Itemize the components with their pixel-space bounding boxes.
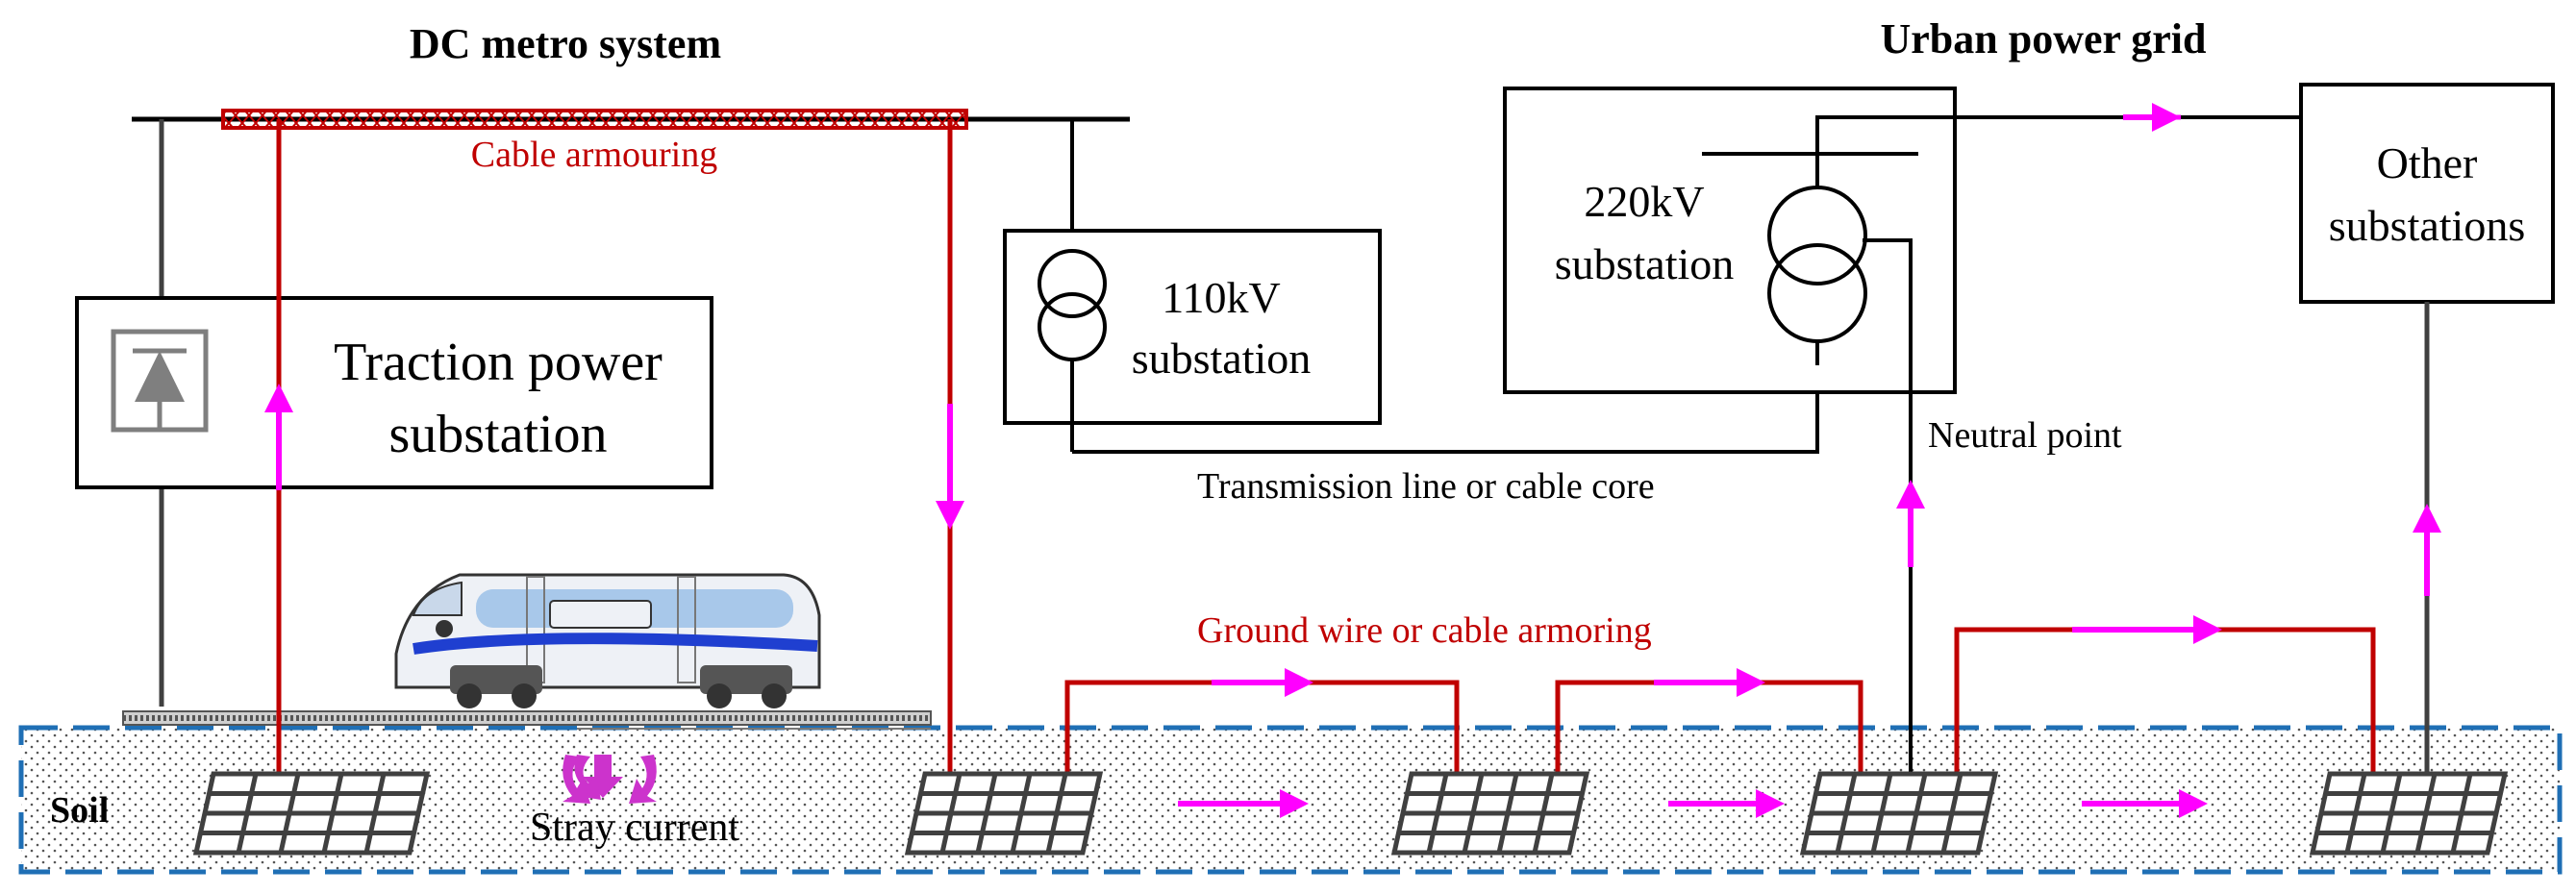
grounding-grid-3 bbox=[1390, 771, 1590, 856]
rectifier-diode-icon bbox=[111, 329, 209, 433]
traction-power-substation: Traction power substation bbox=[75, 119, 713, 707]
cable-armouring-bar bbox=[221, 109, 968, 130]
transmission-line-label: Transmission line or cable core bbox=[1197, 466, 1655, 507]
substation-110kv-label-line1: 110kV bbox=[1162, 273, 1281, 322]
grounding-grid-1 bbox=[192, 771, 431, 856]
title-urban-power-grid: Urban power grid bbox=[1881, 15, 2207, 62]
metro-train-icon bbox=[394, 573, 821, 708]
stray-current-arrows-icon bbox=[563, 755, 657, 804]
substation-110kv: 110kV substation bbox=[1003, 119, 1382, 452]
substation-220kv-label-line2: substation bbox=[1555, 239, 1735, 288]
substation-110kv-label-line2: substation bbox=[1132, 334, 1312, 383]
overhead-bus: Cable armouring bbox=[132, 109, 1130, 175]
soil-border bbox=[18, 725, 2563, 875]
substation-220kv-label-line1: 220kV bbox=[1584, 177, 1704, 226]
transmission-line: Transmission line or cable core bbox=[1072, 365, 1819, 507]
other-substations-label-line1: Other bbox=[2377, 138, 2478, 187]
soil-label: Soil bbox=[50, 790, 109, 831]
grounding-grid-5 bbox=[2309, 771, 2509, 856]
ground-wire-label: Ground wire or cable armoring bbox=[1197, 610, 1652, 651]
current-flow-arrows bbox=[264, 384, 2441, 818]
title-dc-metro-system: DC metro system bbox=[410, 20, 721, 67]
neutral-point-label: Neutral point bbox=[1928, 415, 2122, 456]
traction-substation-label-line1: Traction power bbox=[334, 333, 663, 392]
rail-track bbox=[122, 710, 932, 730]
stray-current-label: Stray current bbox=[530, 806, 739, 850]
other-substations: Other substations bbox=[2299, 83, 2555, 774]
grounding-grid-4 bbox=[1799, 771, 1999, 856]
other-substations-label-line2: substations bbox=[2329, 201, 2525, 250]
substation-220kv: 220kV substation bbox=[1503, 87, 2303, 774]
traction-substation-label-line2: substation bbox=[388, 405, 607, 464]
cable-armouring-label: Cable armouring bbox=[471, 135, 717, 175]
grounding-grid-2 bbox=[904, 771, 1104, 856]
